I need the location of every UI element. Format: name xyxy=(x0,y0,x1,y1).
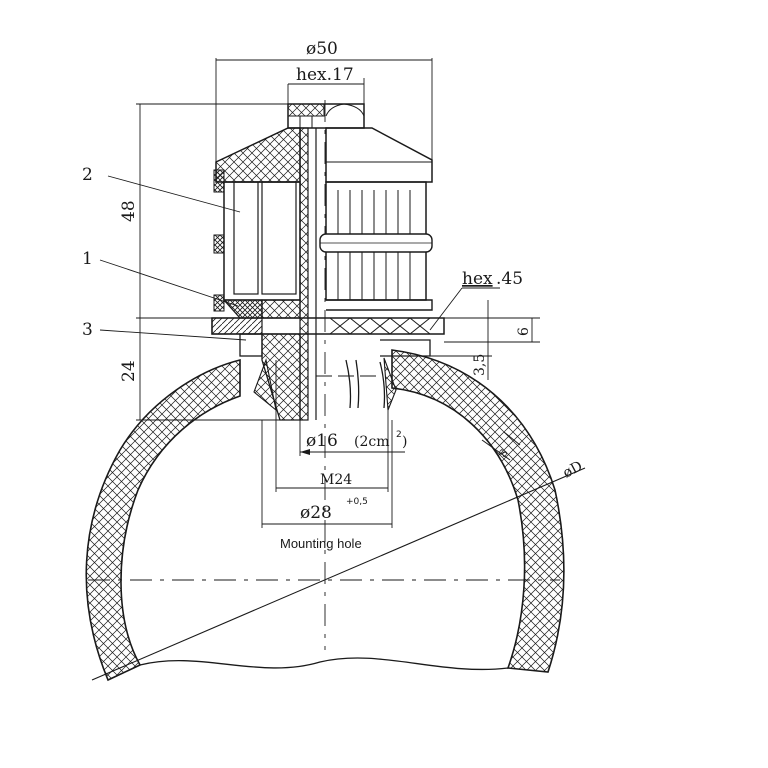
dim-bore-area: (2cm xyxy=(354,434,390,450)
vessel-wall-right xyxy=(391,349,565,673)
hex-17-nut xyxy=(287,103,365,129)
vessel-diameter-line xyxy=(91,467,586,681)
dim-thickness-6: 6 xyxy=(516,327,532,336)
wall-thickness-marks xyxy=(481,431,521,461)
o-rings xyxy=(213,169,225,312)
cap-section xyxy=(215,127,301,183)
callout-leaders xyxy=(99,175,247,341)
dim-hex-top: hex.17 xyxy=(296,65,354,85)
dim-thread: M24 xyxy=(320,472,352,488)
dim-bore: ø16 xyxy=(306,431,338,451)
vessel-wall-left xyxy=(85,358,241,682)
note-mounting-hole: Mounting hole xyxy=(280,536,362,551)
callout-3: 3 xyxy=(82,320,93,340)
dim-thickness-3-5: 3,5 xyxy=(472,354,488,376)
stem-section xyxy=(299,127,309,421)
callout-2: 2 xyxy=(82,165,93,185)
dim-hex-45-prefix: hex xyxy=(462,269,493,289)
cap-exterior xyxy=(325,127,433,183)
dim-hex-45-value: .45 xyxy=(496,269,523,289)
hex-45-flange xyxy=(211,317,445,335)
dimension-lines xyxy=(136,58,540,528)
dim-hole-diameter: ø28 xyxy=(300,503,332,523)
dim-height-48: 48 xyxy=(119,200,139,222)
break-line xyxy=(139,657,509,671)
dim-bore-area-close: ) xyxy=(402,434,407,450)
dim-bore-area-exp: 2 xyxy=(396,430,402,440)
vessel-wall xyxy=(85,349,565,682)
dim-height-24: 24 xyxy=(119,360,139,382)
gland-section xyxy=(222,299,263,319)
callout-1: 1 xyxy=(82,249,93,269)
filter-element xyxy=(319,181,433,311)
dim-hole-tolerance: +0,5 xyxy=(346,497,368,507)
dim-outer-diameter: ø50 xyxy=(306,39,338,59)
dim-vessel-diameter: øD xyxy=(560,458,585,481)
